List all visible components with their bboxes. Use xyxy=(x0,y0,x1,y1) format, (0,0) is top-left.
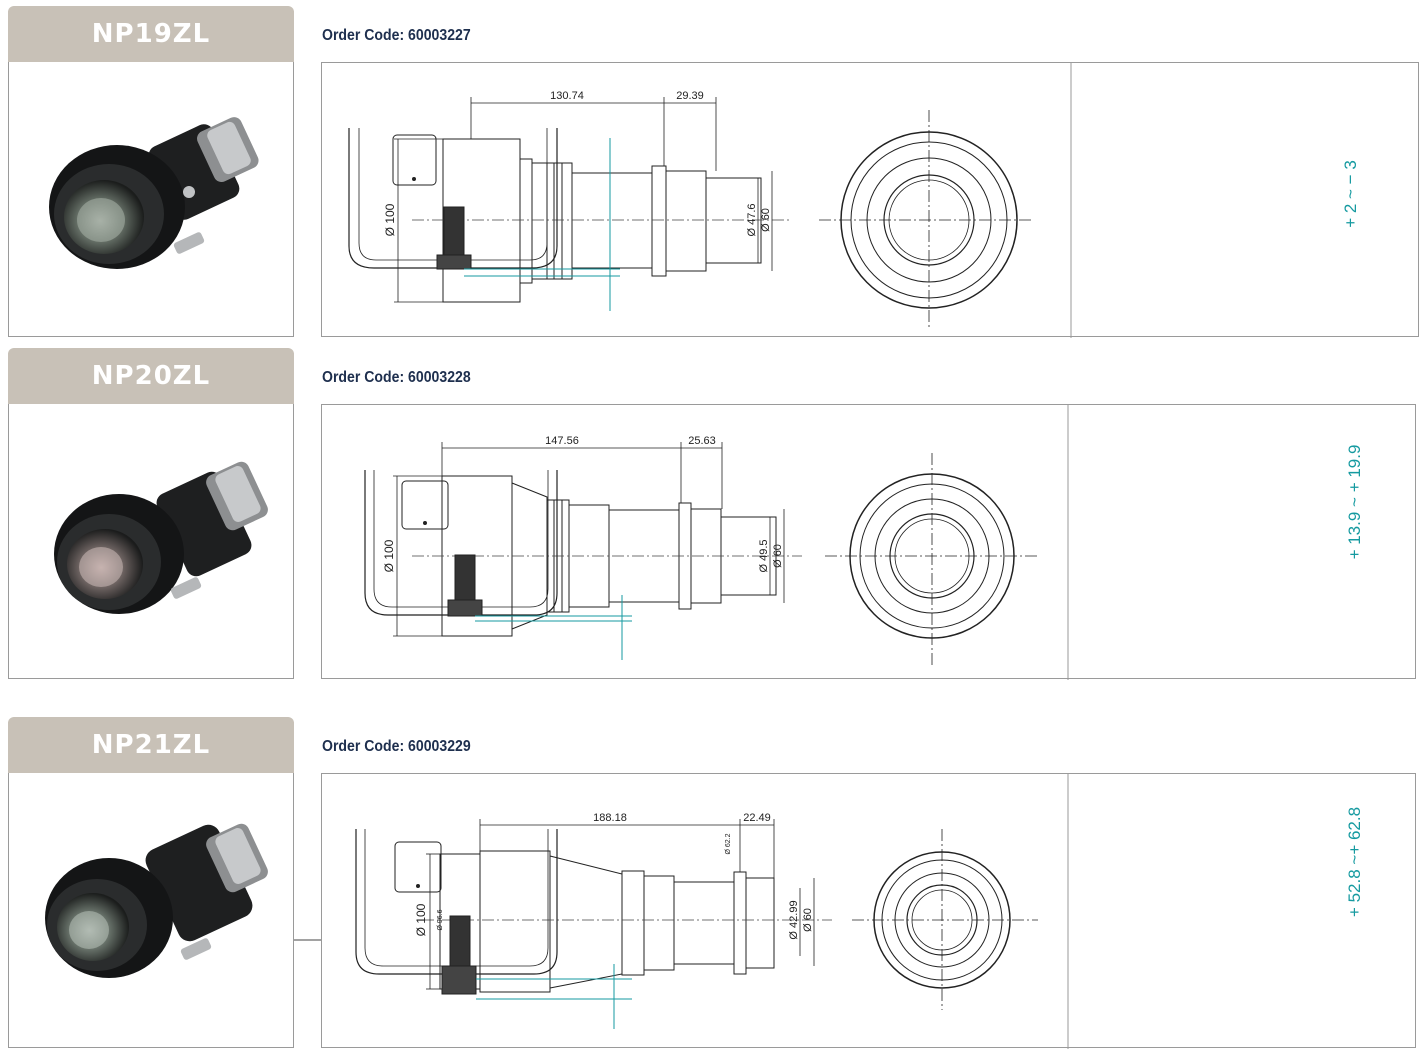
shift-range-label: + 52.8 ~+ 62.8 xyxy=(1345,807,1364,917)
dim-diameter-inner-2: Ø 60 xyxy=(760,208,772,232)
order-code: Order Code: 60003228 xyxy=(322,369,471,386)
dim-length-a: 130.74 xyxy=(550,90,584,102)
dim-diameter-outer: Ø 100 xyxy=(383,203,397,236)
lens-photo-icon xyxy=(49,117,259,269)
lens-photo-icon xyxy=(54,461,268,614)
product-tab-np19zl: NP19ZL xyxy=(8,6,294,62)
dim-length-b: 29.39 xyxy=(676,90,704,102)
order-code: Order Code: 60003227 xyxy=(322,27,471,44)
dim-diameter-inner-2: Ø 60 xyxy=(772,544,784,568)
dimension-drawing-box: 147.56 25.63 Ø 100 Ø 49.5 Ø 60 + 13.9 ~ … xyxy=(321,404,1416,680)
dim-diameter-outer: Ø 100 xyxy=(414,903,428,936)
dim-length-a: 188.18 xyxy=(593,812,627,824)
product-tab-np21zl: NP21ZL xyxy=(8,717,294,773)
lens-photo-box xyxy=(8,62,294,337)
shift-range-label: + 2 ~ − 3 xyxy=(1341,160,1360,228)
lens-front-view-drawing xyxy=(819,110,1034,328)
shift-range-label: + 13.9 ~ + 19.9 xyxy=(1345,445,1364,560)
dim-length-b: 25.63 xyxy=(688,435,716,447)
lens-side-view-drawing: 147.56 25.63 Ø 100 Ø 49.5 Ø 60 + 13.9 ~ … xyxy=(364,405,1364,680)
lens-front-view-drawing xyxy=(825,453,1040,667)
dim-length-a: 147.56 xyxy=(545,435,579,447)
dim-diameter-inner-1: Ø 42.99 xyxy=(788,900,800,939)
product-name: NP19ZL xyxy=(91,19,211,49)
dim-diameter-inner-2: Ø 60 xyxy=(802,908,814,932)
projector-mount-drawing xyxy=(348,128,620,311)
product-name: NP20ZL xyxy=(91,361,211,391)
lens-photo-icon xyxy=(45,823,268,978)
lens-photo-box xyxy=(8,404,294,679)
dim-diameter-small-1: Ø 96.6 xyxy=(437,909,444,930)
dim-diameter-outer: Ø 100 xyxy=(382,539,396,572)
dim-diameter-small-2: Ø 62.2 xyxy=(725,833,732,854)
product-name: NP21ZL xyxy=(91,730,211,760)
lens-photo-box xyxy=(8,773,294,1048)
dim-diameter-inner-1: Ø 49.5 xyxy=(758,539,770,572)
product-tab-np20zl: NP20ZL xyxy=(8,348,294,404)
projector-mount-drawing xyxy=(364,470,632,660)
projector-mount-drawing xyxy=(355,829,632,1029)
order-code: Order Code: 60003229 xyxy=(322,738,471,755)
dimension-drawing-box: 188.18 22.49 Ø 100 Ø 96.6 Ø 62.2 Ø 42.99… xyxy=(321,773,1416,1049)
lens-side-view-drawing: 188.18 22.49 Ø 100 Ø 96.6 Ø 62.2 Ø 42.99… xyxy=(355,774,1364,1049)
lens-side-view-drawing: 130.74 29.39 Ø 100 Ø 47.6 Ø 60 + 2 ~ − xyxy=(348,63,1360,338)
lens-front-view-drawing xyxy=(852,829,1038,1010)
dimension-drawing-box: 130.74 29.39 Ø 100 Ø 47.6 Ø 60 + 2 ~ − xyxy=(321,62,1419,338)
dim-length-b: 22.49 xyxy=(743,812,771,824)
dim-diameter-inner-1: Ø 47.6 xyxy=(746,203,758,236)
connector-line xyxy=(294,939,322,941)
